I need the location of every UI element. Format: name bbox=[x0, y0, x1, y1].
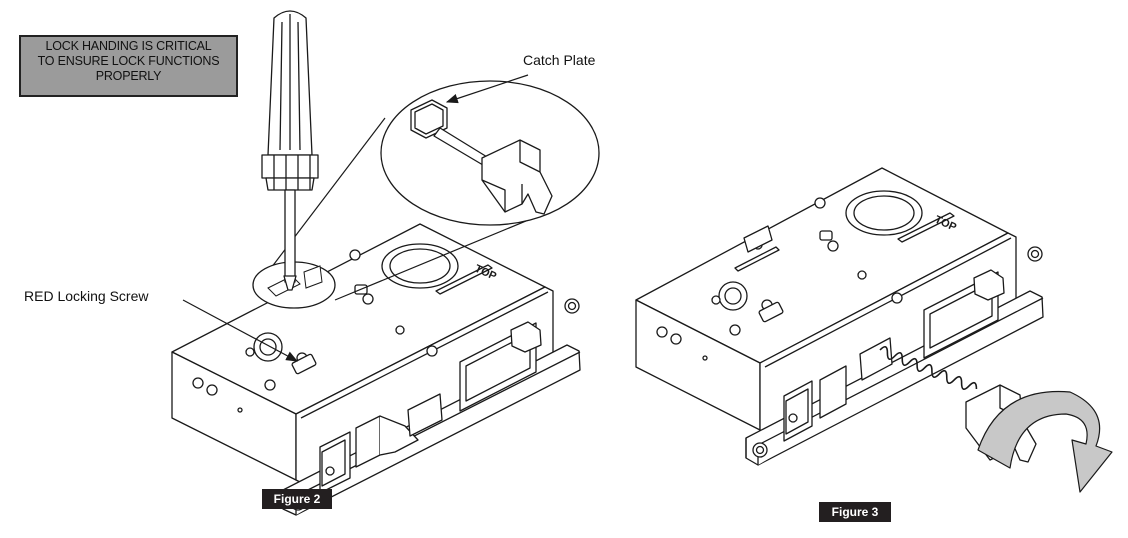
warning-line-1: LOCK HANDING IS CRITICAL bbox=[45, 39, 212, 53]
warning-line-2: TO ENSURE LOCK FUNCTIONS bbox=[37, 54, 220, 68]
red-locking-screw-arrow bbox=[182, 299, 299, 362]
mortise-lock-body-figure2 bbox=[171, 223, 581, 516]
rotate-arrow-icon bbox=[977, 390, 1113, 493]
figure-3-label: Figure 3 bbox=[819, 502, 891, 522]
red-locking-screw-callout: RED Locking Screw bbox=[24, 288, 149, 304]
catch-plate-callout: Catch Plate bbox=[523, 52, 596, 68]
warning-line-3: PROPERLY bbox=[95, 69, 162, 83]
figure-2-label: Figure 2 bbox=[262, 489, 332, 509]
catch-plate-arrow bbox=[445, 74, 529, 104]
spring-icon bbox=[879, 345, 978, 390]
warning-box: LOCK HANDING IS CRITICAL TO ENSURE LOCK … bbox=[19, 35, 238, 97]
mortise-lock-body-figure3 bbox=[635, 167, 1044, 466]
catch-plate-magnified bbox=[380, 80, 600, 226]
screwdriver-icon bbox=[261, 10, 319, 291]
